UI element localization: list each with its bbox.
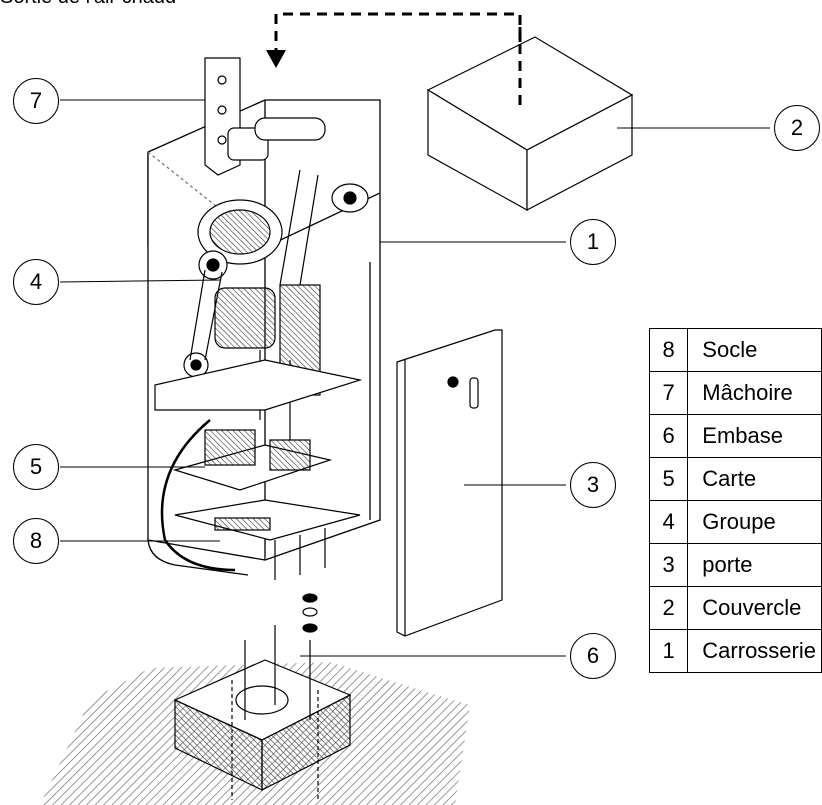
callout-8: 8 [13, 518, 59, 564]
legend-row: 6 Embase [648, 414, 822, 458]
header-text: Sortie de l'air chaud [0, 0, 176, 9]
legend-row: 5 Carte [648, 457, 822, 501]
door-panel [396, 329, 503, 637]
callout-3: 3 [570, 462, 616, 508]
legend-label: Groupe [687, 500, 822, 544]
parts-legend-table: 8 Socle 7 Mâchoire 6 Embase 5 Carte 4 Gr… [648, 328, 822, 673]
callout-7: 7 [13, 78, 59, 124]
legend-row: 1 Carrosserie [648, 629, 822, 673]
socle-plate [174, 499, 361, 580]
arrow-head [266, 50, 286, 68]
legend-label: Mâchoire [687, 371, 822, 415]
legend-number: 8 [648, 328, 689, 372]
base-block [173, 625, 352, 800]
callout-1: 1 [570, 219, 616, 265]
lid [426, 36, 634, 212]
legend-row: 2 Couvercle [648, 586, 822, 630]
legend-number: 3 [648, 543, 689, 587]
callout-6: 6 [570, 633, 616, 679]
washers [302, 593, 318, 633]
legend-number: 1 [648, 629, 689, 673]
card-shelf [154, 359, 363, 572]
legend-number: 2 [648, 586, 689, 630]
legend-row: 3 porte [648, 543, 822, 587]
legend-row: 4 Groupe [648, 500, 822, 544]
legend-number: 7 [648, 371, 689, 415]
callout-5: 5 [13, 444, 59, 490]
legend-number: 5 [648, 457, 689, 501]
jaw-bracket [204, 57, 269, 176]
legend-label: Couvercle [687, 586, 822, 630]
legend-number: 6 [648, 414, 689, 458]
legend-label: Socle [687, 328, 822, 372]
legend-label: Carte [687, 457, 822, 501]
callout-4: 4 [13, 259, 59, 305]
legend-label: porte [687, 543, 822, 587]
legend-row: 7 Mâchoire [648, 371, 822, 415]
legend-label: Embase [687, 414, 822, 458]
legend-row: 8 Socle [648, 328, 822, 372]
legend-number: 4 [648, 500, 689, 544]
air-flow-arrow [274, 12, 522, 110]
legend-label: Carrosserie [687, 629, 822, 673]
leader-lines [59, 99, 770, 657]
callout-2: 2 [774, 105, 820, 151]
